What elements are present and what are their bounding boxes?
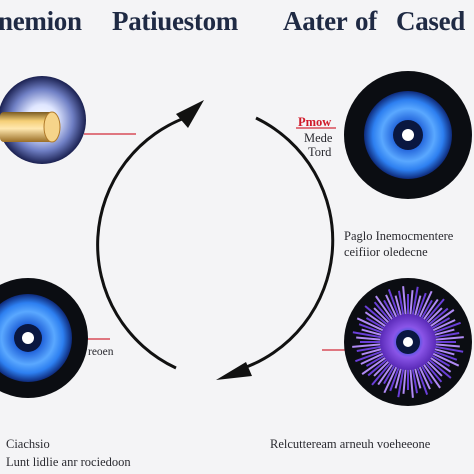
arrowhead-top [176,100,204,128]
arrowhead-bottom [216,362,252,380]
title-word-2: Patiuestom [112,6,238,36]
label-top-right-line2: Tord [308,145,332,159]
label-bottom-left-line2: Lunt lidlie anr rociedoon [6,455,131,469]
label-mid-right-line2: ceifiior oledecne [344,245,428,259]
title-word-5: Cased [396,6,466,36]
label-bottom-right: Relcutteream arneuh voeheeone [270,437,431,451]
label-left-mid: reoen [88,346,114,358]
title-word-3: Aater [283,6,348,36]
eye-illustration-bottom-left [0,278,88,398]
diagram-title: nemion Patiuestom Aater of Cased [0,6,474,42]
cycle-arc-left [96,114,191,370]
leader-lines [84,127,346,351]
label-mid-right-line1: Paglo Inemocmentere [344,229,454,243]
flower-iris-illustration [344,278,472,406]
title-word-1: nemion [0,6,82,36]
glowing-cell-illustration [0,76,86,164]
label-top-right-red: Pmow [298,115,332,129]
eye-illustration-top-right [344,71,472,199]
cycle-arc-right [237,116,335,372]
title-word-4: of [355,6,377,36]
label-top-right-line1: Mede [304,131,333,145]
label-bottom-left-line1: Ciachsio [6,437,50,451]
